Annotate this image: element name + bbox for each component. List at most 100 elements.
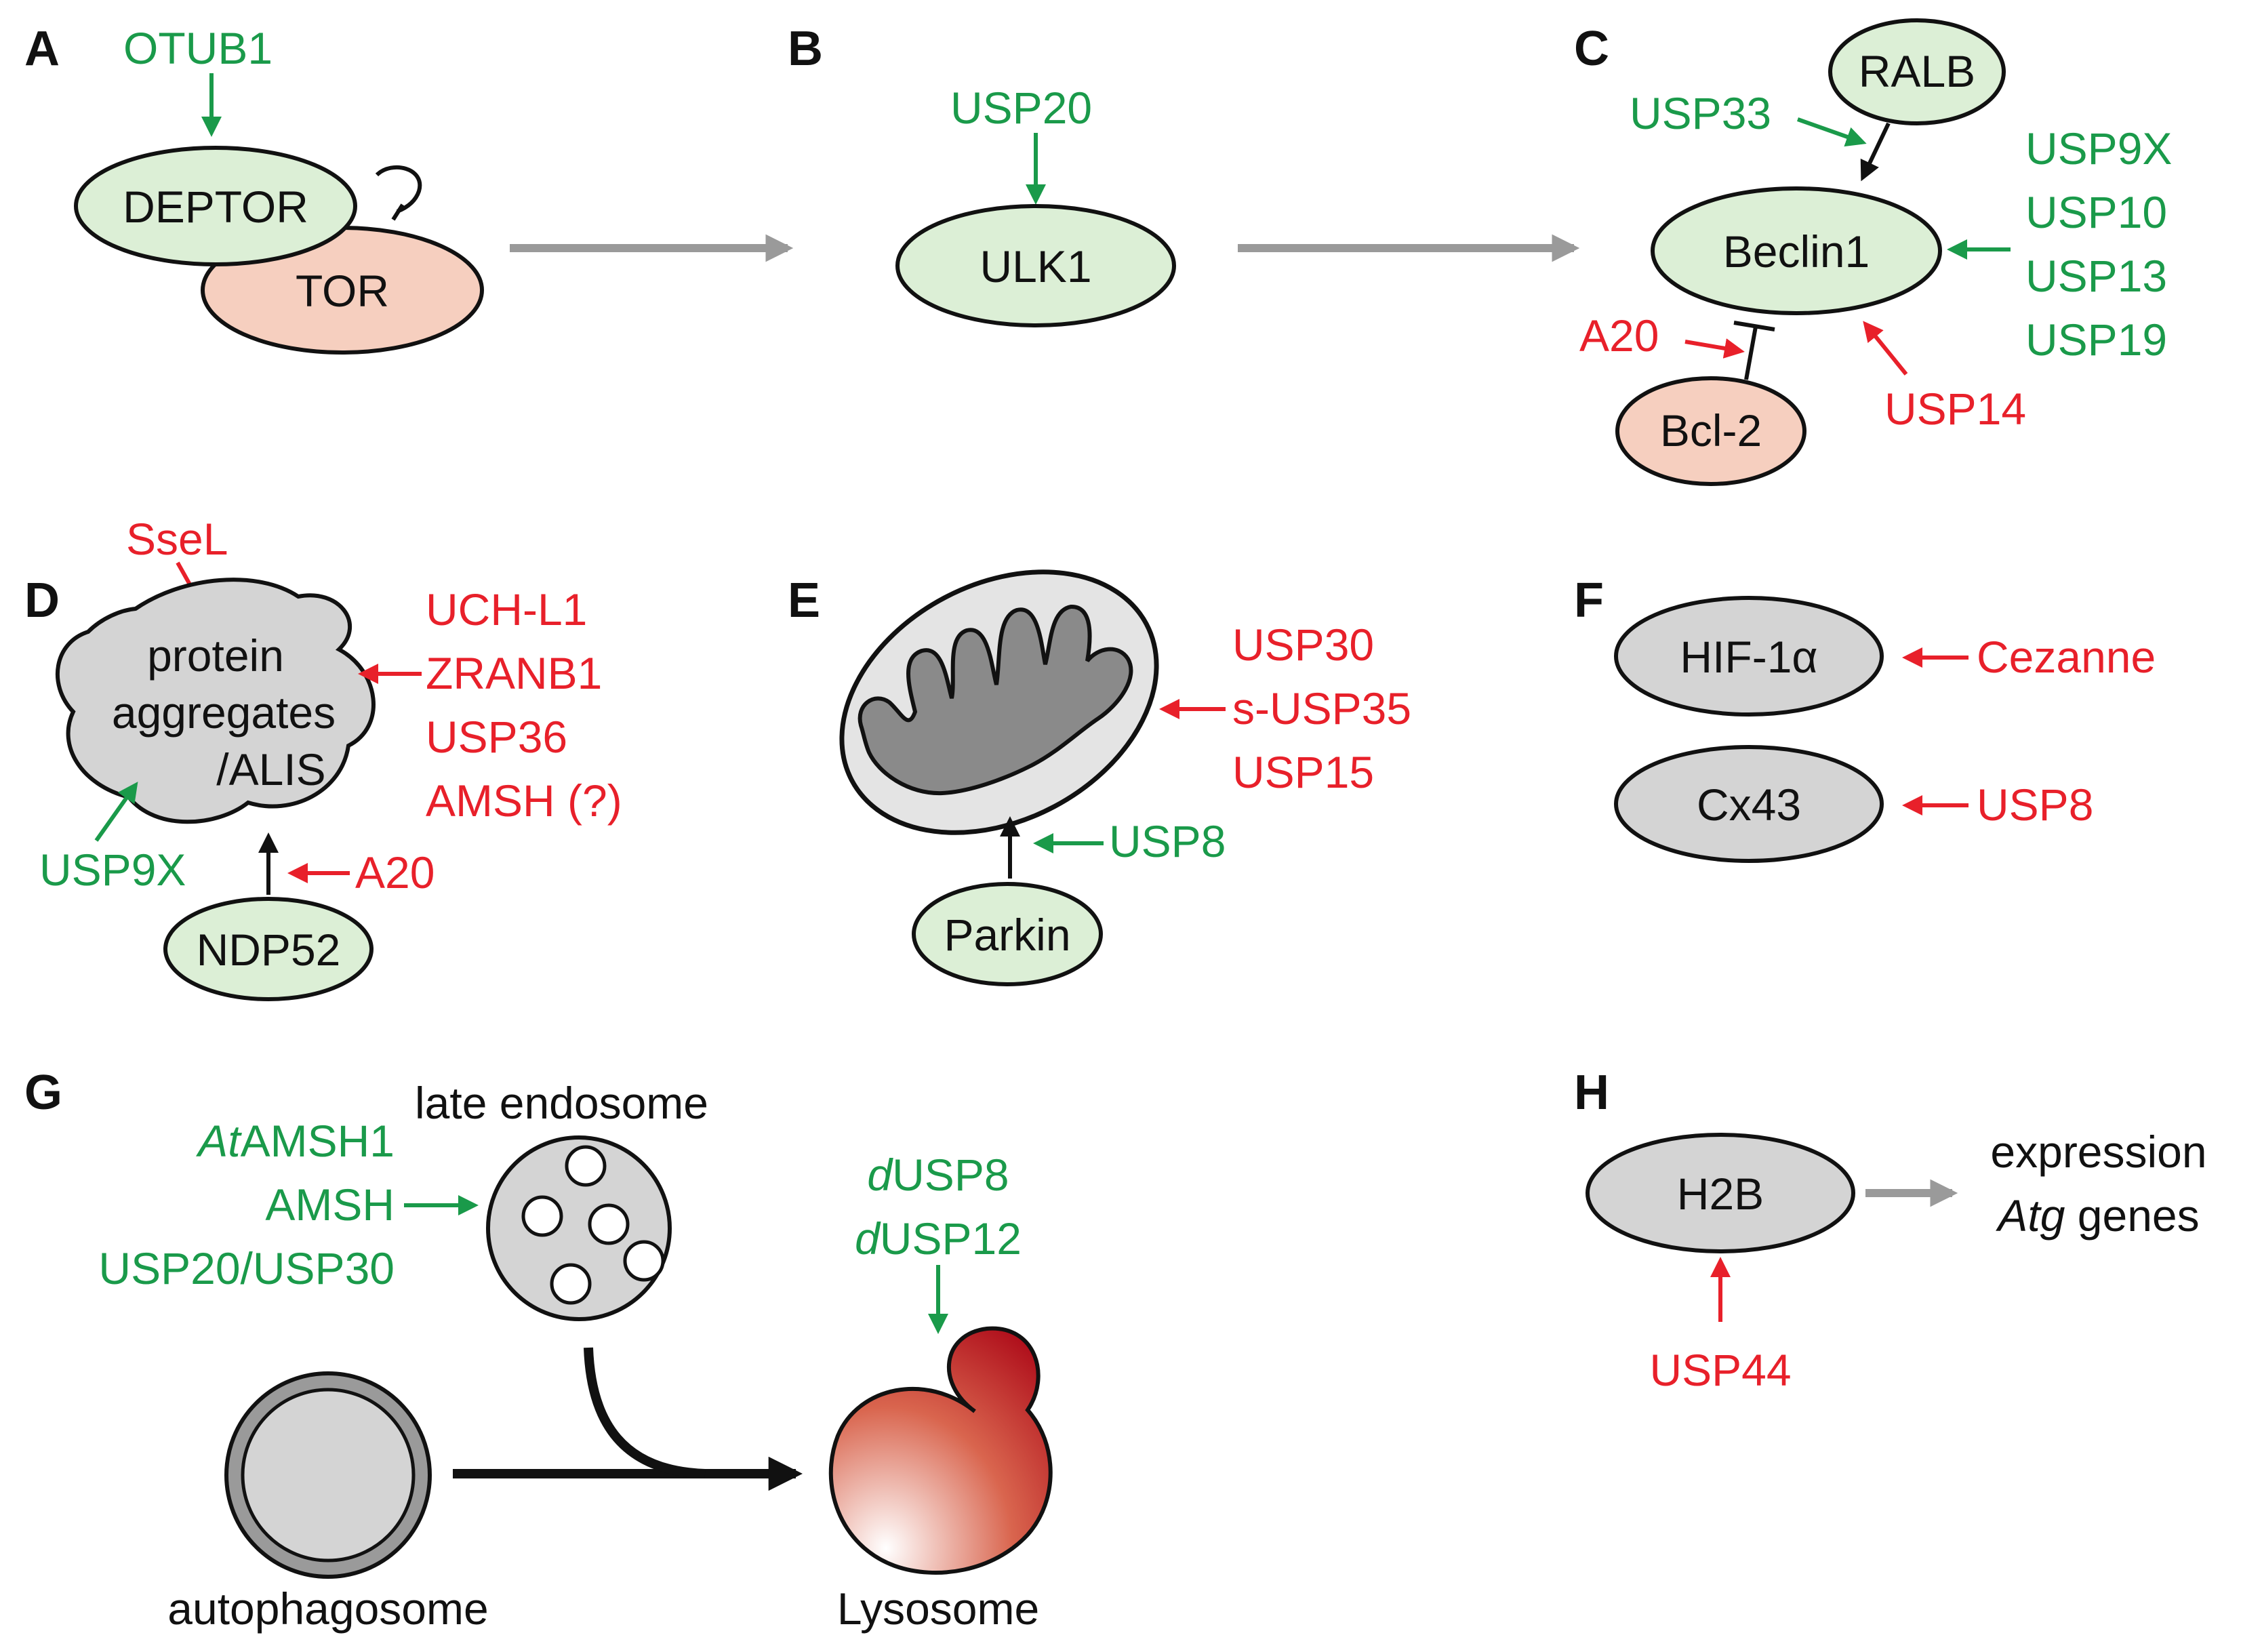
bcl2-beclin-inhibition-bar (1733, 321, 1775, 331)
panel-label-c: C (1574, 22, 1609, 76)
usp8-e-label: USP8 (1109, 816, 1226, 866)
usp44-label: USP44 (1649, 1345, 1791, 1395)
cx43-label: Cx43 (1697, 780, 1801, 830)
uchl1-label: UCH-L1 (426, 584, 587, 634)
usp9x-d-arrow (94, 782, 138, 842)
ralb-label: RALB (1859, 46, 1975, 96)
deptor-label: DEPTOR (123, 182, 308, 232)
panel-label-a: A (24, 22, 60, 76)
cezanne-label: Cezanne (1977, 632, 2156, 682)
usp14-label: USP14 (1884, 384, 2026, 434)
susp35-label: s-USP35 (1232, 683, 1411, 733)
atg-italic: Atg (1995, 1190, 2065, 1241)
usp19-label: USP19 (2025, 315, 2167, 365)
panel-e: E USP30 s-USP35 USP15 USP8 Parkin (788, 569, 1411, 986)
usp9x-c-label: USP9X (2025, 123, 2172, 174)
usp33-label: USP33 (1630, 88, 1771, 138)
atg-genes-rest: genes (2065, 1190, 2199, 1241)
aggregate-line3: /ALIS (216, 744, 325, 794)
autophagosome-inner (241, 1388, 416, 1563)
panel-label-d: D (24, 573, 60, 628)
tor-label: TOR (296, 266, 389, 316)
dusp12-rest: USP12 (880, 1213, 1022, 1264)
endosome-fusion-path (584, 1347, 706, 1478)
deptor-tor-inhibition (375, 165, 422, 221)
usp20-label: USP20 (950, 83, 1092, 133)
endosome-vesicle-1 (565, 1145, 607, 1187)
usp13-label: USP13 (2025, 251, 2167, 301)
aggregate-line1: protein (147, 630, 284, 681)
beclin1-node (1651, 186, 1942, 315)
atamsh1-rest: AMSH1 (241, 1116, 395, 1166)
panel-label-e: E (788, 573, 820, 628)
panel-label-g: G (24, 1066, 62, 1120)
usp14-arrow (1863, 321, 1908, 376)
lysosome-label: Lysosome (837, 1584, 1039, 1634)
ndp52-label: NDP52 (197, 925, 341, 975)
endosome-vesicle-4 (623, 1240, 665, 1282)
hif1a-label: HIF-1α (1680, 632, 1817, 682)
hif1a-node (1614, 596, 1884, 717)
parkin-label: Parkin (944, 910, 1070, 960)
panel-g: G late endosome AtAMSH1 AMSH USP20/USP30… (24, 1066, 1053, 1634)
aggregate-line2: aggregates (112, 687, 336, 738)
mitochondrion-cristae (857, 604, 1133, 796)
late-endosome (486, 1135, 672, 1321)
panel-label-f: F (1574, 573, 1604, 628)
usp33-arrow (1796, 117, 1867, 147)
panel-f: F HIF-1α Cezanne Cx43 USP8 (1574, 573, 2156, 863)
autophagosome-label: autophagosome (167, 1584, 488, 1634)
panel-d: D SseL protein aggregates /ALIS UCH-L1 Z… (24, 514, 622, 1001)
panel-h: H H2B expression Atg genes USP44 (1574, 1066, 2207, 1395)
parkin-node (912, 882, 1103, 986)
h2b-label: H2B (1677, 1169, 1764, 1219)
usp30-e-label: USP30 (1232, 620, 1374, 670)
dusp8-label: dUSP8 (867, 1150, 1009, 1200)
usp36-label: USP36 (426, 712, 567, 762)
late-endosome-label: late endosome (415, 1078, 708, 1128)
endosome-vesicle-2 (521, 1195, 563, 1237)
usp8-f-label: USP8 (1977, 780, 2093, 830)
bcl2-node (1615, 376, 1806, 486)
protein-aggregate-blob (55, 578, 376, 824)
amsh-d-label: AMSH (?) (426, 775, 622, 826)
amsh-g-label: AMSH (265, 1180, 395, 1230)
panel-label-h: H (1574, 1066, 1609, 1120)
panel-label-b: B (788, 22, 823, 76)
ralb-node (1828, 18, 2006, 125)
ulk1-label: ULK1 (980, 241, 1091, 291)
usp15-label: USP15 (1232, 747, 1374, 797)
dusp12-label: dUSP12 (855, 1213, 1022, 1264)
atamsh1-prefix: At (195, 1116, 242, 1166)
atamsh1-label: AtAMSH1 (195, 1116, 395, 1166)
ndp52-node (163, 897, 374, 1001)
atg-genes-label: Atg genes (1995, 1190, 2199, 1241)
usp20-usp30-label: USP20/USP30 (98, 1243, 395, 1293)
bcl2-label: Bcl-2 (1660, 405, 1762, 456)
ssel-label: SseL (126, 514, 228, 564)
h2b-node (1586, 1133, 1855, 1253)
a20-d-label: A20 (355, 847, 435, 898)
usp10-label: USP10 (2025, 187, 2167, 237)
dusp12-prefix: d (855, 1213, 881, 1264)
expression-label: expression (1990, 1127, 2206, 1177)
bcl2-beclin-inhibition (1744, 326, 1758, 380)
lysosome (828, 1326, 1053, 1575)
usp9x-d-label: USP9X (39, 845, 186, 895)
endosome-vesicle-3 (588, 1203, 630, 1245)
dusp8-prefix: d (867, 1150, 893, 1200)
beclin1-label: Beclin1 (1723, 226, 1870, 277)
endosome-vesicle-5 (550, 1263, 592, 1305)
panel-a: A OTUB1 TOR DEPTOR (24, 22, 484, 355)
panel-c: C RALB USP33 Beclin1 USP9X USP10 USP13 U… (1574, 18, 2172, 486)
cx43-node (1614, 745, 1884, 863)
zranb1-label: ZRANB1 (426, 648, 602, 698)
deptor-node (74, 146, 357, 266)
otub1-label: OTUB1 (123, 23, 272, 73)
a20-c-arrow (1684, 338, 1745, 359)
panel-b: B USP20 ULK1 (788, 22, 1176, 327)
ulk1-node (895, 204, 1176, 327)
dusp8-rest: USP8 (892, 1150, 1009, 1200)
a20-c-label: A20 (1579, 310, 1659, 361)
